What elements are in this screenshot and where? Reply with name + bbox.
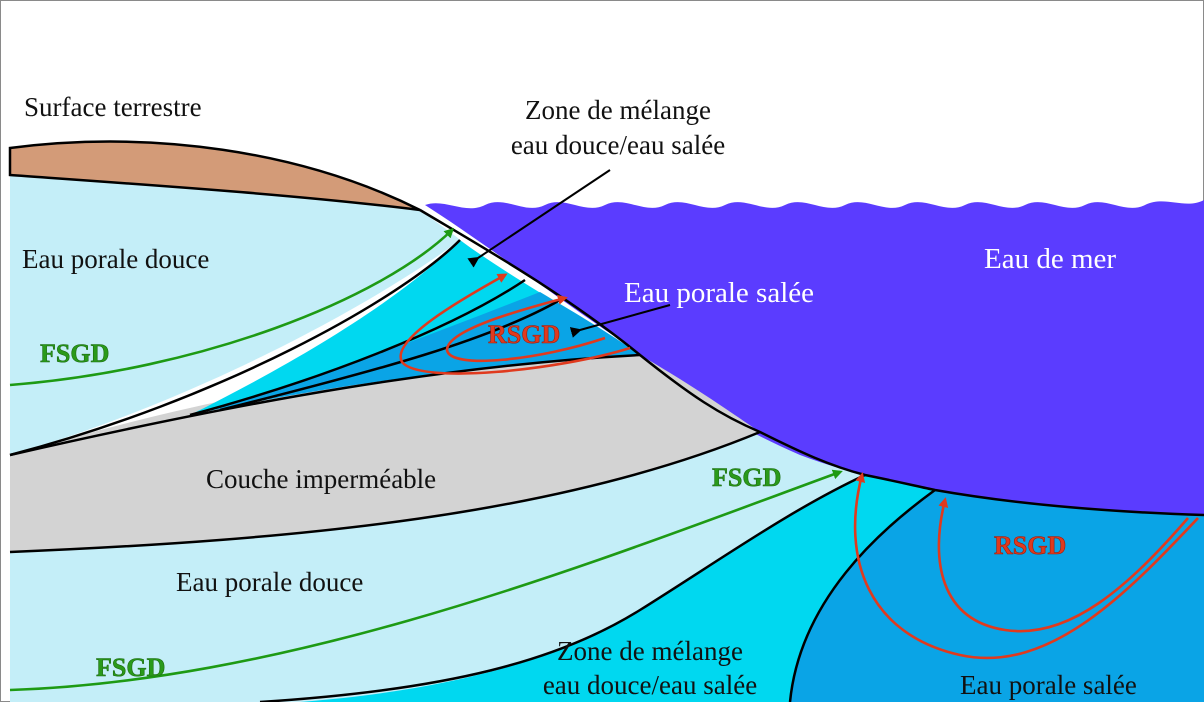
impermeable-layer-label: Couche imperméable xyxy=(206,464,436,494)
mixing-zone-top-label-line1: Zone de mélange xyxy=(525,95,711,125)
mixing-zone-top-label-line2: eau douce/eau salée xyxy=(511,130,725,160)
mixing-zone-bottom-label-line1: Zone de mélange xyxy=(557,636,743,666)
lower-mixing-zone xyxy=(300,475,935,702)
fsgd-arrow-upper xyxy=(9,227,455,387)
rsgd-loop-upper-outer xyxy=(399,273,631,375)
fsgd-arrow-middle xyxy=(9,469,843,692)
fresh-pore-water-top-label: Eau porale douce xyxy=(22,244,209,274)
saline-pore-water-bottom-label: Eau porale salée xyxy=(960,670,1137,700)
mixing-zone-bottom-label-line2: eau douce/eau salée xyxy=(543,670,757,700)
fsgd-middle-label: FSGD xyxy=(712,463,781,492)
upper-saline-pore-water xyxy=(190,292,640,415)
fresh-pore-water-bottom-label: Eau porale douce xyxy=(176,567,363,597)
rsgd-loop-upper-inner xyxy=(445,294,606,363)
fsgd-flow-arrows xyxy=(9,227,843,692)
sea-water xyxy=(425,200,1204,515)
sea-water-label: Eau de mer xyxy=(984,243,1116,275)
impermeable-layer xyxy=(10,355,760,552)
rsgd-lower-label: RSGD xyxy=(994,531,1066,560)
fsgd-lower-label: FSGD xyxy=(96,653,165,682)
pointer-arrows xyxy=(467,169,671,338)
upper-fresh-aquifer xyxy=(10,175,460,455)
upper-mixing-zone xyxy=(190,240,640,415)
rsgd-upper-label: RSGD xyxy=(488,320,560,349)
land-surface-label: Surface terrestre xyxy=(24,92,202,122)
fsgd-upper-label: FSGD xyxy=(40,339,109,368)
boundary-lines xyxy=(9,208,1204,702)
rsgd-loop-lower-outer xyxy=(853,472,1199,660)
land-surface xyxy=(8,140,421,212)
lower-saline-pore-water xyxy=(790,490,1204,702)
saline-pore-pointer xyxy=(569,304,671,338)
saline-pore-water-top-label: Eau porale salée xyxy=(624,277,814,309)
mixing-zone-pointer xyxy=(467,169,611,268)
rsgd-flow-arrows xyxy=(399,273,1199,660)
rsgd-loop-lower-inner xyxy=(937,497,1189,633)
